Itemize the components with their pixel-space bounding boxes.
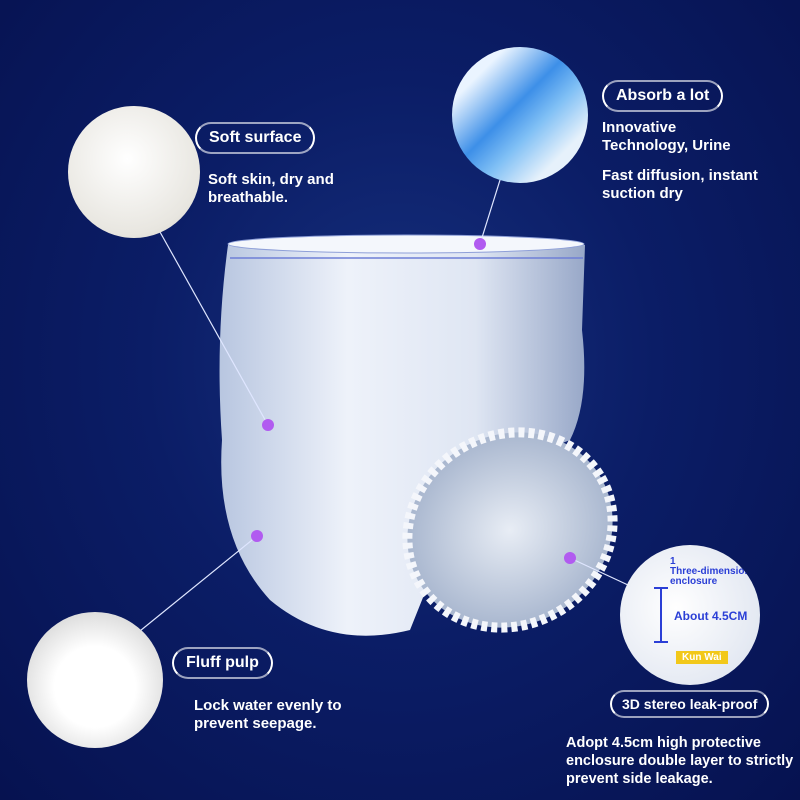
absorb-closeup	[452, 47, 588, 183]
enclosure-closeup: 1 Three-dimensional enclosure About 4.5C…	[620, 545, 760, 685]
soft-surface-description: Soft skin, dry and breathable.	[208, 171, 334, 206]
inset-measure: About 4.5CM	[674, 609, 748, 623]
absorb-description: Innovative Technology, Urine	[602, 119, 731, 155]
fluff-pulp-label: Fluff pulp	[172, 647, 273, 679]
absorb-label: Absorb a lot	[602, 80, 724, 112]
soft-surface-closeup	[68, 106, 200, 238]
absorb-line-2: Technology, Urine	[602, 137, 731, 154]
pants-body	[219, 238, 586, 636]
inset-label: Three-dimensional enclosure	[670, 566, 759, 587]
leak-proof-description: Adopt 4.5cm high protective enclosure do…	[566, 735, 794, 787]
leak-proof-label: 3D stereo leak-proof	[610, 690, 770, 718]
inset-number: 1	[670, 556, 676, 567]
soft-surface-label: Soft surface	[195, 122, 316, 154]
absorb-line-1: Innovative	[602, 119, 677, 136]
markers	[251, 238, 576, 564]
waistband	[227, 234, 585, 254]
absorb-description-2: Fast diffusion, instant suction dry	[602, 167, 758, 202]
fluff-pulp-closeup	[27, 612, 163, 748]
fluff-pulp-description: Lock water evenly to prevent seepage.	[194, 697, 342, 732]
brand-tag: Kun Wai	[676, 651, 728, 664]
leg-opening	[402, 427, 618, 633]
